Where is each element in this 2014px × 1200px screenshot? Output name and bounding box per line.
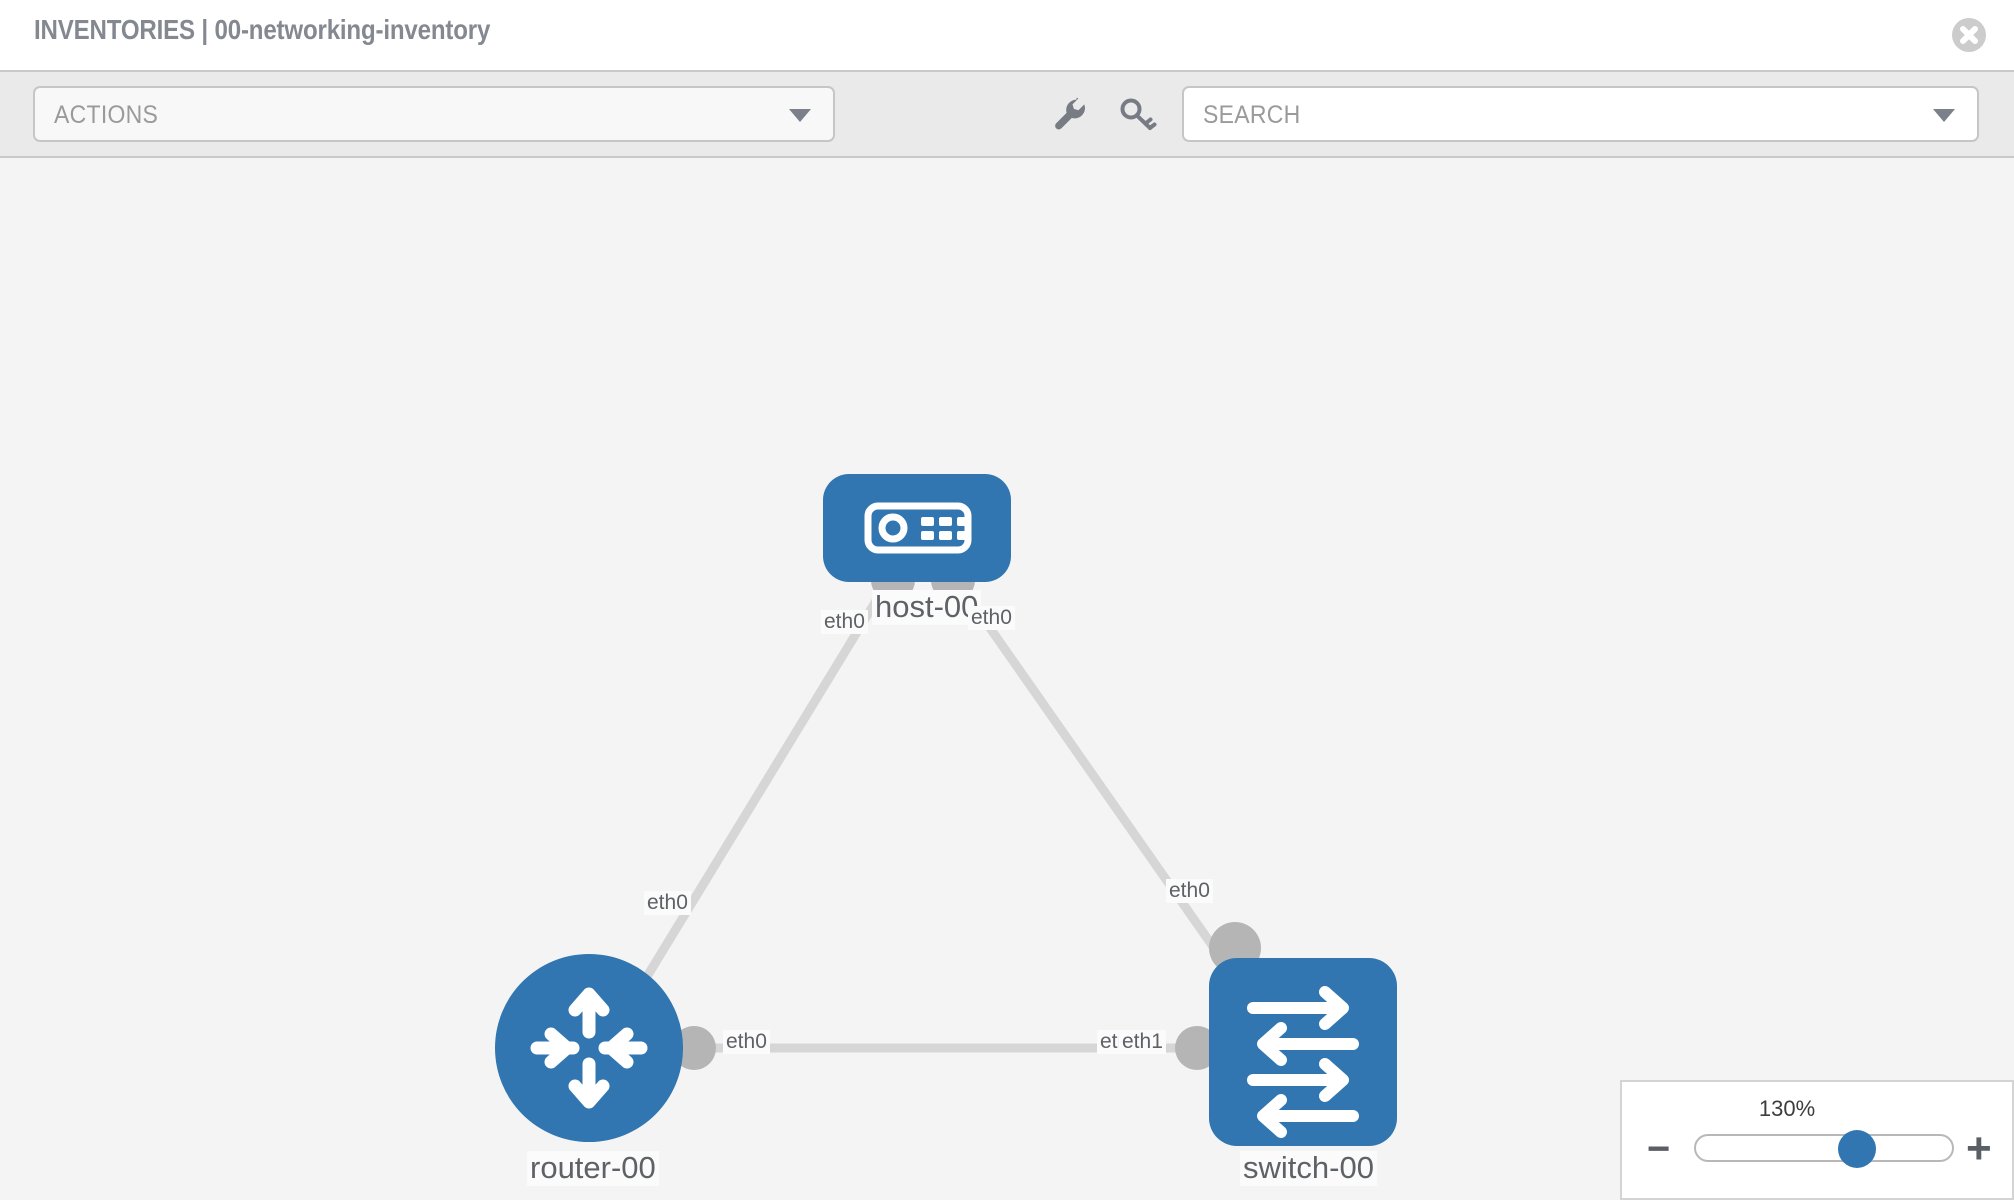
search-input[interactable]: SEARCH [1182,86,1979,142]
zoom-level-value: 130% [1758,1096,1816,1121]
link-host-router [636,575,894,991]
node-router-00 [495,954,683,1142]
connector-router-right [672,1026,716,1070]
zoom-out-button[interactable]: − [1647,1127,1671,1171]
wrench-icon[interactable] [1047,92,1091,136]
close-icon[interactable] [1952,18,1986,52]
interface-label-host-left: eth0 [821,610,868,635]
page-header: INVENTORIES | 00-networking-inventory [0,0,2014,70]
toolbar: ACTIONS SEARCH [0,70,2014,158]
topology-connectors [672,558,1261,1070]
node-host-00 [823,474,1011,582]
node-switch-00 [1209,958,1397,1146]
interface-label-router-right: eth0 [723,1030,770,1055]
key-icon[interactable] [1115,92,1159,136]
interface-label-host-right: eth0 [968,606,1015,631]
search-placeholder: SEARCH [1203,101,1301,129]
zoom-slider-track[interactable] [1694,1130,1954,1168]
page-title: INVENTORIES | 00-networking-inventory [34,14,491,45]
topology-links [636,575,1240,1053]
topology-canvas[interactable]: host-00 eth0 eth0 eth0 eth0 eth0 eth eth… [0,158,2014,1200]
interface-label-router-up: eth0 [644,891,691,916]
zoom-slider-thumb[interactable] [1838,1130,1877,1168]
node-label-router-00: router-00 [527,1151,659,1186]
chevron-down-icon [789,109,811,122]
connector-switch-left [1175,1026,1219,1070]
topology-graph [495,474,1397,1146]
interface-label-switch-up: eth0 [1166,879,1213,904]
zoom-control-panel: 130% − + [1620,1080,2014,1200]
chevron-down-icon [1933,109,1955,122]
link-host-switch [951,575,1239,981]
interface-label-switch-left: eth1 [1119,1030,1166,1055]
zoom-in-button[interactable]: + [1966,1124,1992,1173]
actions-dropdown-label: ACTIONS [54,101,159,129]
actions-dropdown[interactable]: ACTIONS [33,86,835,142]
node-label-switch-00: switch-00 [1240,1151,1377,1186]
node-label-host-00: host-00 [872,590,982,625]
